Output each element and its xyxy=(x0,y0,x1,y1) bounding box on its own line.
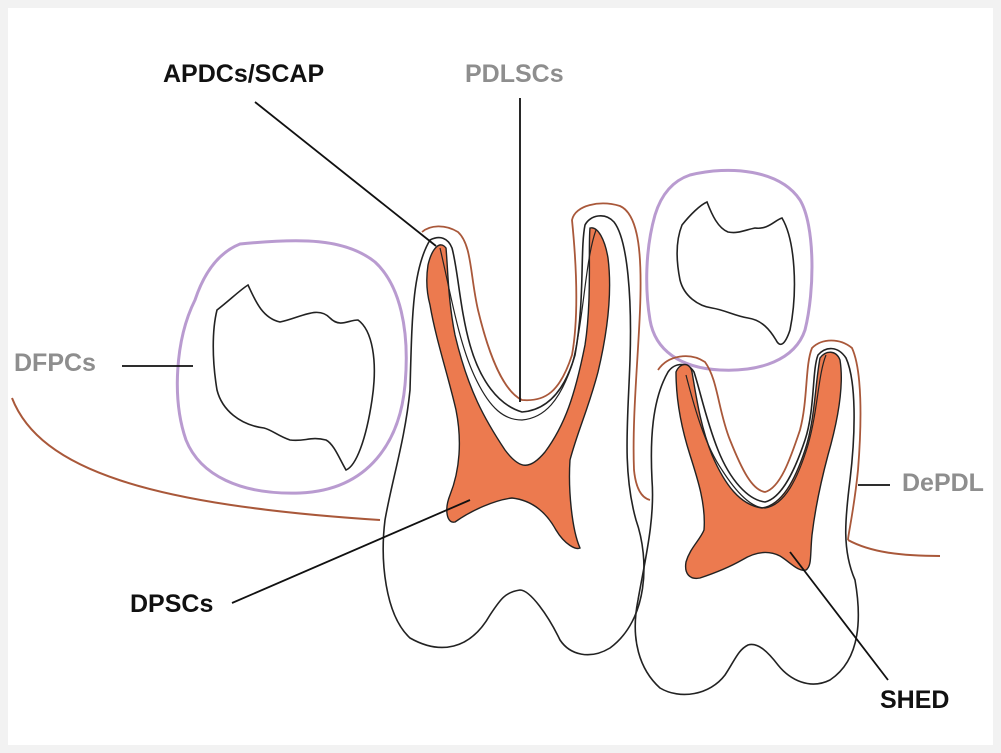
dental-follicle-right xyxy=(647,170,812,370)
leader-dpscs xyxy=(232,500,470,603)
developing-crown-left xyxy=(213,285,374,470)
dental-follicle-left xyxy=(177,241,406,493)
label-dfpcs: DFPCs xyxy=(14,351,96,376)
label-pdlscs: PDLSCs xyxy=(465,62,564,87)
label-depdl: DePDL xyxy=(902,471,984,496)
leader-apdcs xyxy=(255,102,436,246)
developing-crown-right xyxy=(677,202,794,344)
label-apdcs-scap: APDCs/SCAP xyxy=(163,62,324,87)
gingiva-line-right xyxy=(848,540,940,556)
dental-pulp-right xyxy=(676,352,841,578)
label-dpscs: DPSCs xyxy=(130,592,213,617)
leader-shed xyxy=(790,552,888,680)
label-shed: SHED xyxy=(880,688,949,713)
